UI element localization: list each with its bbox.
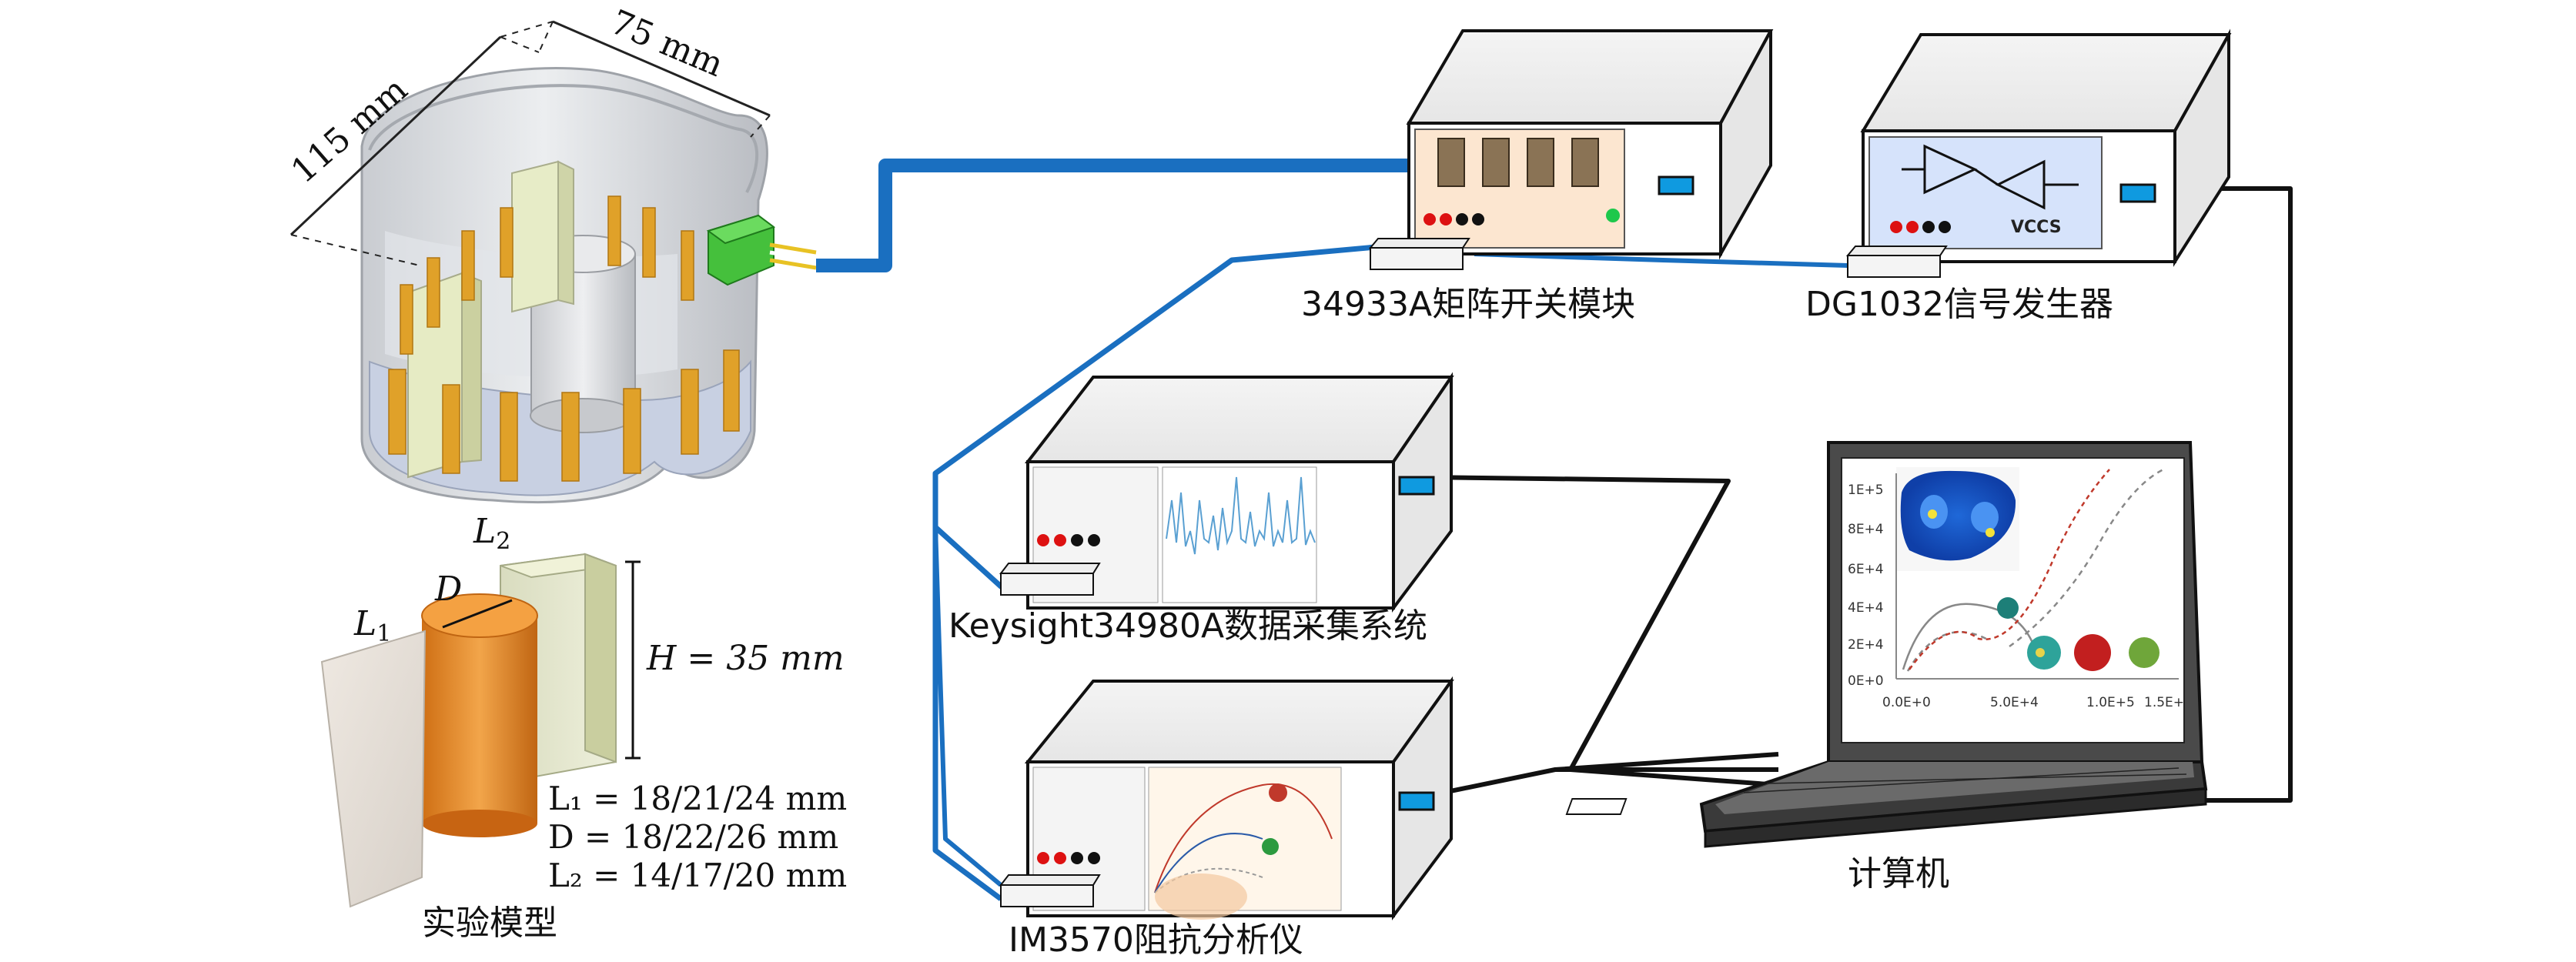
relay-chips bbox=[1437, 138, 1599, 187]
height-label: H = 35 mm bbox=[646, 639, 845, 678]
vccs-chip: VCCS bbox=[2011, 218, 2062, 237]
daq-device bbox=[999, 372, 1454, 613]
tank-dimensions bbox=[289, 20, 771, 266]
terminals bbox=[1037, 534, 1100, 546]
terminals bbox=[1037, 852, 1100, 864]
impedance-analyzer-label: IM3570阻抗分析仪 bbox=[1009, 920, 1303, 960]
switch-module-device bbox=[1368, 29, 1774, 270]
spec-L1: L₁ = 18/21/24 mm bbox=[548, 780, 847, 817]
tank-electrodes bbox=[388, 195, 740, 482]
laptop-chart-y-ticks: 1E+5 8E+4 6E+4 4E+4 2E+4 0E+0 bbox=[1848, 483, 1884, 689]
x-tick: 1.5E+ bbox=[2144, 695, 2184, 710]
switch-module-label: 34933A矩阵开关模块 bbox=[1301, 285, 1635, 324]
model-caption: 实验模型 bbox=[422, 904, 557, 943]
height-bracket bbox=[625, 560, 641, 760]
x-tick: 1.0E+5 bbox=[2086, 695, 2135, 710]
inclusion-model bbox=[320, 553, 641, 908]
device-display bbox=[1398, 791, 1435, 811]
computer-label: 计算机 bbox=[1848, 854, 1949, 894]
x-tick: 0.0E+0 bbox=[1882, 695, 1931, 710]
y-tick: 1E+5 bbox=[1848, 483, 1884, 498]
y-tick: 4E+4 bbox=[1848, 600, 1884, 616]
y-tick: 0E+0 bbox=[1848, 673, 1884, 689]
y-tick: 2E+4 bbox=[1848, 637, 1884, 653]
laptop: 1E+5 8E+4 6E+4 4E+4 2E+4 0E+0 0.0E+0 5.0… bbox=[1565, 441, 2208, 848]
y-tick: 6E+4 bbox=[1848, 562, 1884, 577]
vccs-schematic bbox=[1902, 144, 2079, 210]
spec-L2: L₂ = 14/17/20 mm bbox=[548, 857, 847, 894]
terminals bbox=[1423, 213, 1484, 225]
black-cables bbox=[1423, 186, 2293, 803]
y-tick: 8E+4 bbox=[1848, 522, 1884, 537]
signal-generator-label: DG1032信号发生器 bbox=[1805, 285, 2113, 324]
daq-waveform bbox=[1166, 476, 1316, 555]
label-L2: L2 bbox=[473, 512, 510, 555]
label-L1: L1 bbox=[353, 604, 391, 647]
laptop-touchpad bbox=[1565, 798, 1628, 815]
device-display bbox=[1658, 175, 1694, 195]
label-D: D bbox=[434, 570, 462, 609]
terminals bbox=[1890, 221, 1951, 233]
diameter-line bbox=[442, 599, 513, 629]
signal-generator-device: VCCS bbox=[1845, 28, 2232, 278]
device-display bbox=[2119, 183, 2156, 203]
phantom-tank bbox=[360, 66, 817, 504]
x-tick: 5.0E+4 bbox=[1990, 695, 2039, 710]
tank-depth-label: 75 mm bbox=[605, 2, 729, 85]
laptop-chart-x-ticks: 0.0E+0 5.0E+4 1.0E+5 1.5E+ bbox=[1882, 695, 2184, 710]
impedance-analyzer-device bbox=[999, 676, 1454, 920]
status-led bbox=[1606, 209, 1620, 222]
device-display bbox=[1398, 476, 1435, 496]
spec-D: D = 18/22/26 mm bbox=[548, 818, 838, 856]
daq-label: Keysight34980A数据采集系统 bbox=[948, 606, 1427, 646]
